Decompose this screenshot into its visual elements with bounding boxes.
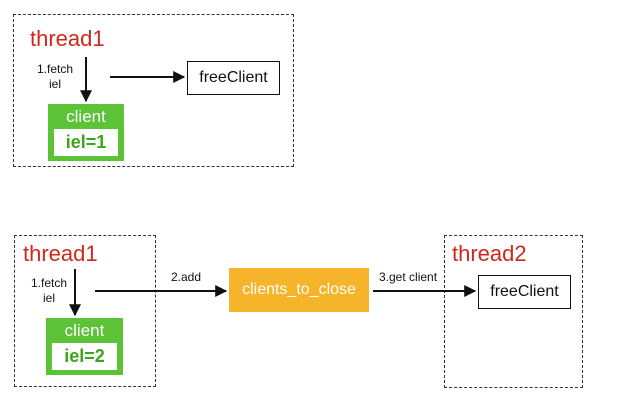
add-label: 2.add — [171, 270, 202, 284]
top-client-title: client — [66, 107, 106, 126]
top-fetch-label-line1: 1.fetch — [36, 62, 74, 76]
bottom-fetch-label-line1: 1.fetch — [30, 276, 68, 290]
top-free-client-box: freeClient — [187, 61, 280, 95]
top-fetch-label: 1.fetch iel — [30, 62, 80, 92]
thread2-label: thread2 — [452, 241, 527, 266]
bottom-free-client-box: freeClient — [478, 275, 571, 309]
bottom-client-title: client — [64, 321, 105, 340]
bottom-thread1-frame — [14, 235, 156, 387]
clients-to-close-box: clients_to_close — [229, 268, 369, 312]
top-fetch-label-line2: iel — [48, 77, 61, 91]
bottom-thread1-label: thread1 — [23, 241, 98, 266]
bottom-fetch-label-line2: iel — [42, 291, 55, 305]
bottom-client-box: client iel=2 — [46, 318, 123, 375]
bottom-fetch-label: 1.fetch iel — [24, 276, 74, 306]
top-thread1-label: thread1 — [30, 26, 105, 51]
top-client-iel: iel=1 — [54, 129, 118, 156]
thread2-frame — [444, 235, 583, 388]
top-thread1-frame — [13, 14, 294, 167]
top-client-box: client iel=1 — [48, 104, 124, 161]
get-client-label: 3.get client — [379, 270, 438, 284]
bottom-client-iel: iel=2 — [52, 343, 117, 370]
